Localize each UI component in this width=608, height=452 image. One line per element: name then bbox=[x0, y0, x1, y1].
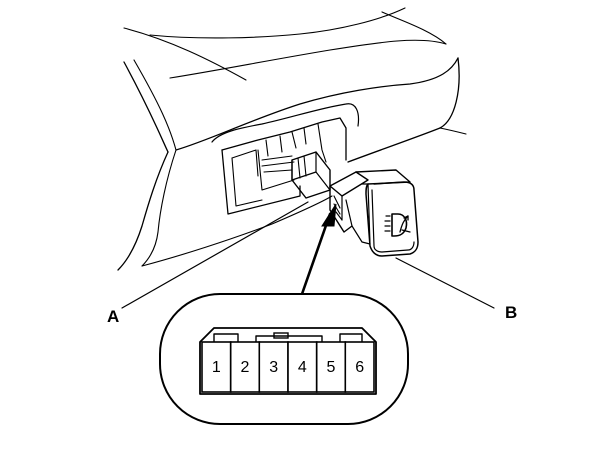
connector-pin-4: 4 bbox=[287, 341, 318, 393]
connector-pin-number: 1 bbox=[212, 359, 221, 376]
connector-pin-5: 5 bbox=[315, 341, 347, 393]
dashboard-panel bbox=[117, 7, 467, 271]
connector-pin-3: 3 bbox=[258, 341, 289, 393]
connector-pin-cell bbox=[315, 341, 347, 393]
connector-terminal-view: 1 2 3 4 5 6 bbox=[159, 293, 409, 425]
connector-pin-number: 2 bbox=[241, 359, 250, 376]
connector-pin-number: 3 bbox=[269, 359, 278, 376]
harness-connector-a bbox=[291, 151, 331, 199]
callout-b-label: B bbox=[505, 303, 517, 322]
connector-pin-cell bbox=[201, 341, 232, 393]
arrow-head-icon bbox=[321, 203, 337, 227]
connector-pin-number: 6 bbox=[355, 359, 364, 376]
connector-pin-6: 6 bbox=[344, 341, 375, 393]
connector-pin-1: 1 bbox=[201, 341, 232, 393]
callout-a-label: A bbox=[107, 307, 119, 326]
connector-pin-number: 5 bbox=[327, 359, 336, 376]
connector-pin-cell bbox=[344, 341, 375, 393]
connector-pin-cell bbox=[287, 341, 318, 393]
connector-pin-2: 2 bbox=[229, 341, 261, 393]
headlight-leveling-icon bbox=[384, 213, 411, 237]
switch-assembly-b bbox=[329, 169, 419, 257]
connector-pin-cell bbox=[229, 341, 261, 393]
connector-pin-row: 1 2 3 4 5 6 bbox=[201, 341, 375, 393]
connector-pin-number: 4 bbox=[298, 359, 307, 376]
connector-pin-cell bbox=[258, 341, 289, 393]
leader-lines bbox=[121, 201, 495, 309]
